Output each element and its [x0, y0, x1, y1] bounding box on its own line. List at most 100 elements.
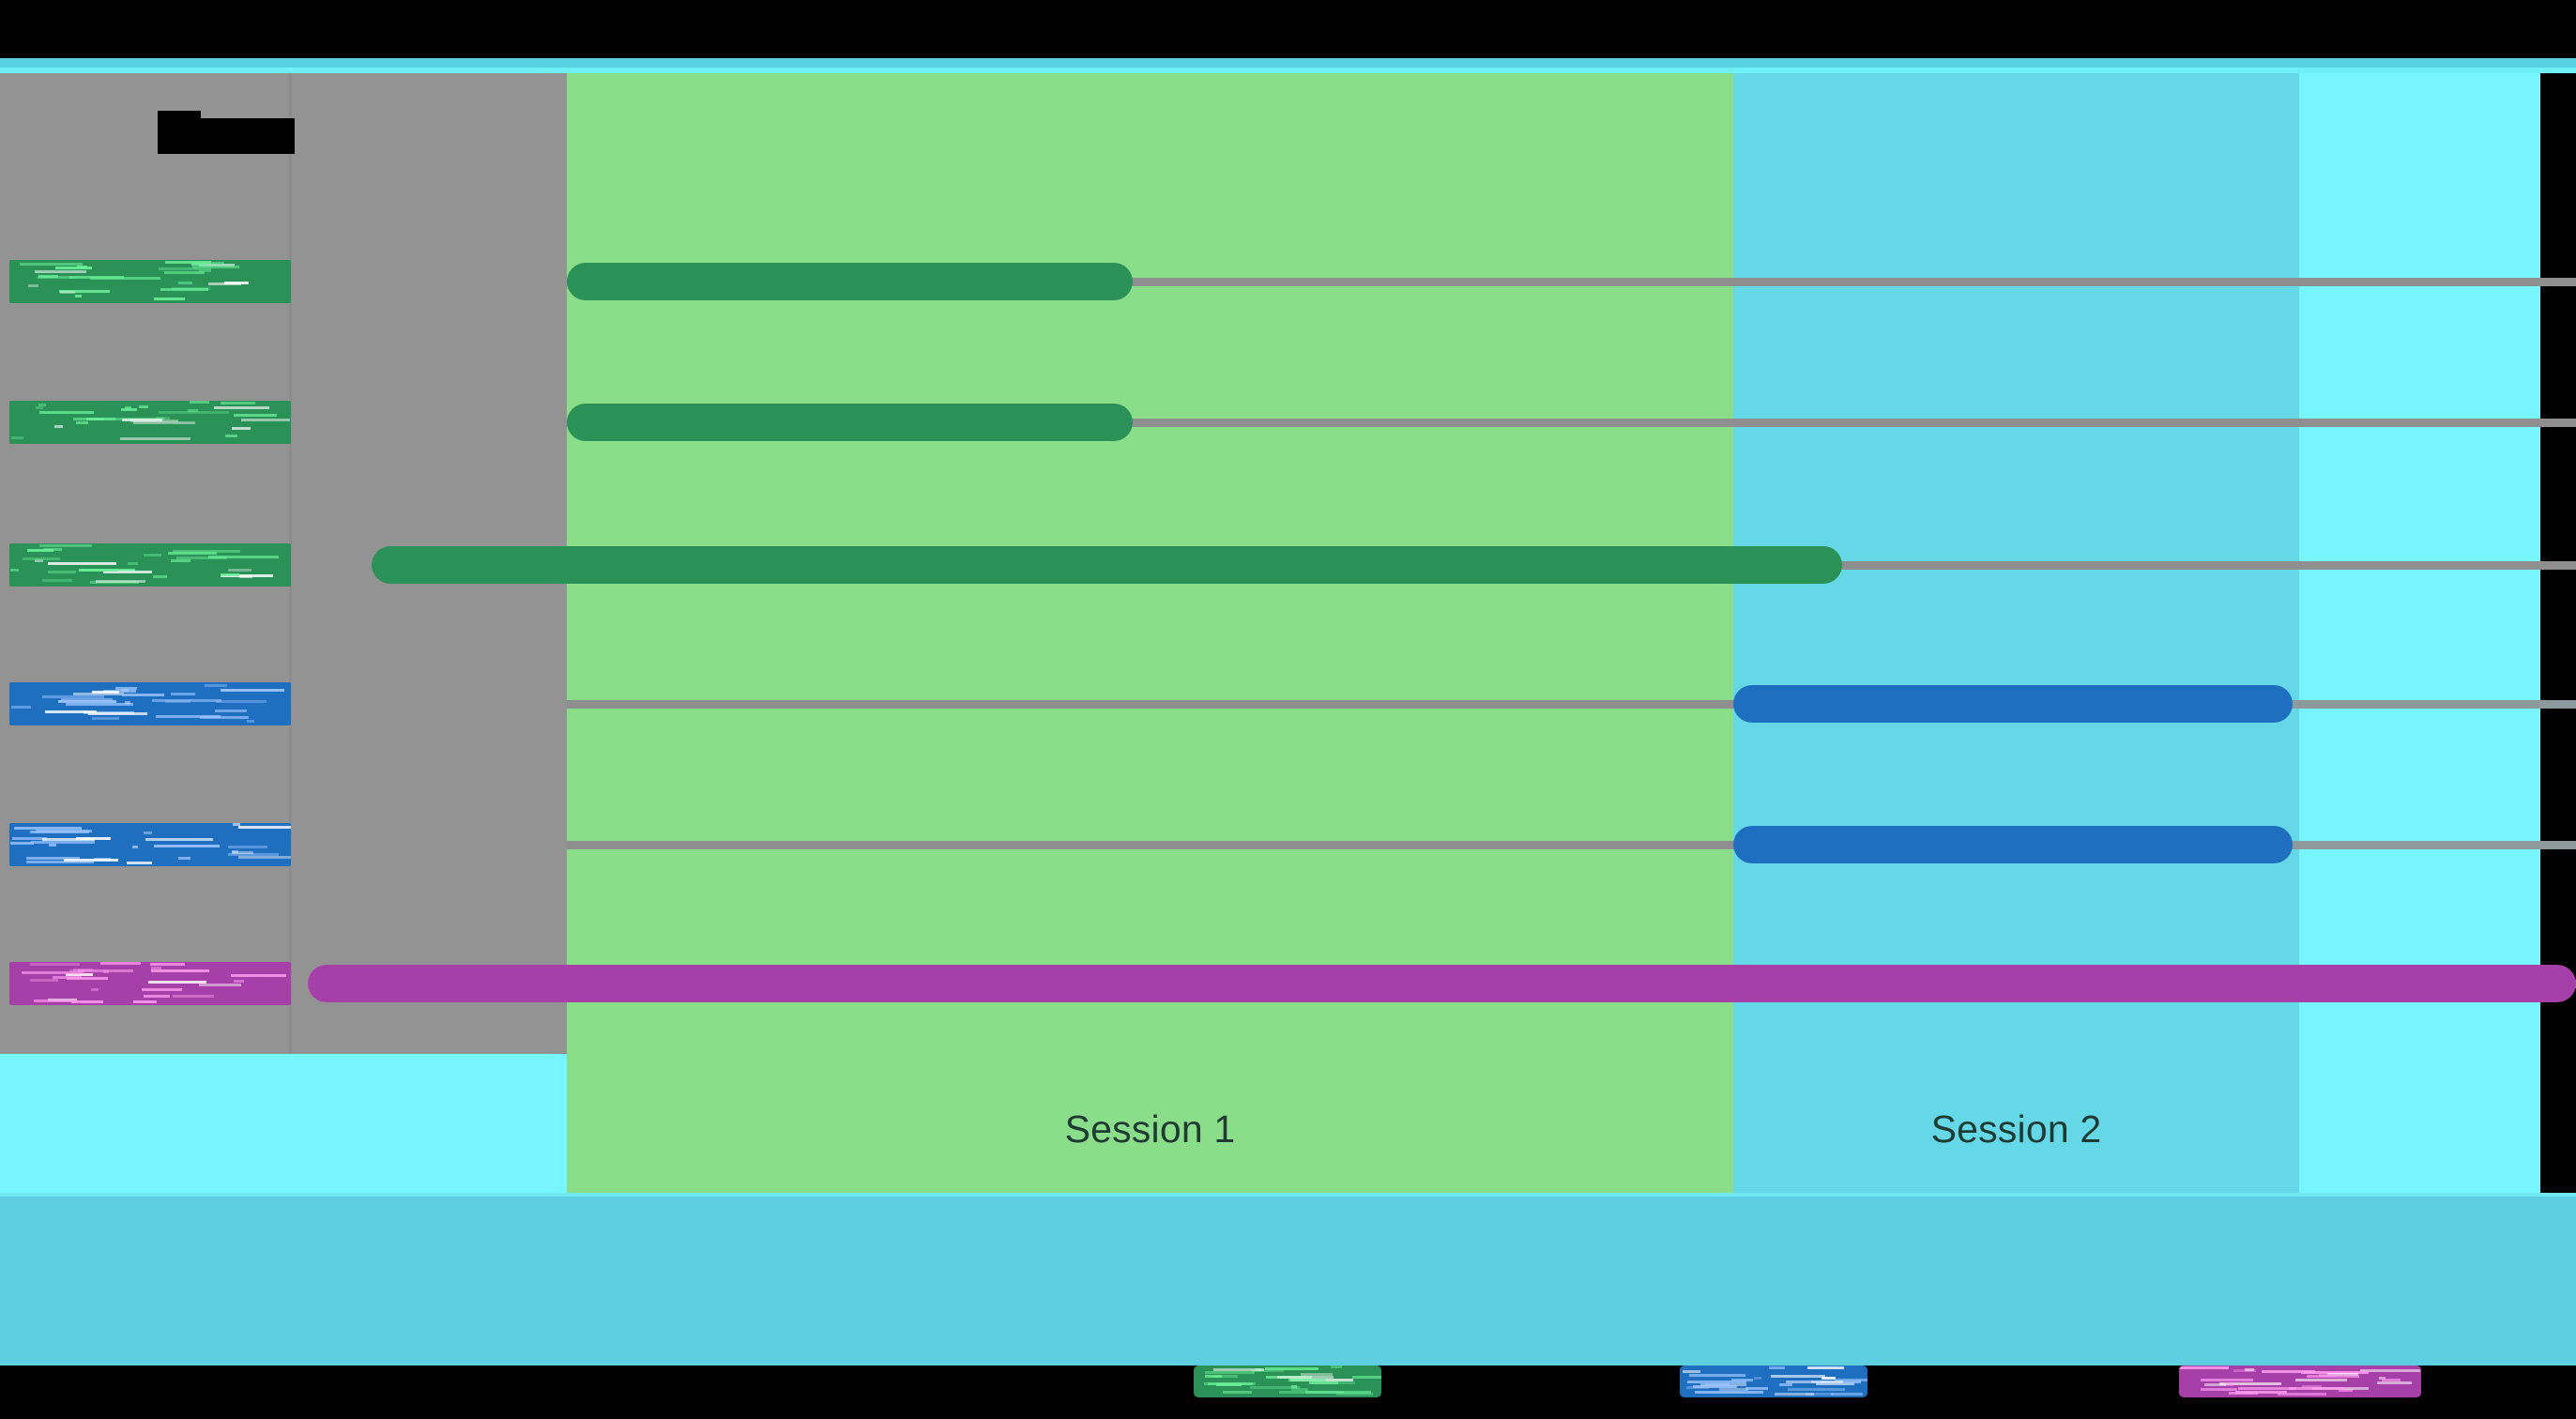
redaction-streak — [11, 436, 23, 439]
redaction-streak — [234, 414, 277, 417]
redaction-streak — [1769, 1366, 1785, 1369]
redaction-streak — [154, 298, 185, 300]
redaction-streak — [199, 269, 211, 272]
redaction-streak — [35, 559, 43, 562]
redaction-streak — [2379, 1377, 2385, 1380]
category-label-2[interactable] — [9, 543, 291, 587]
redaction-streak — [192, 266, 239, 268]
redaction-streak — [132, 846, 138, 848]
gantt-bar[interactable] — [308, 965, 2576, 1002]
redaction-streak — [1821, 1377, 1836, 1380]
redaction-streak — [160, 288, 208, 291]
redaction-streak — [1277, 1376, 1334, 1379]
redaction-streak — [1806, 1393, 1834, 1396]
redaction-streak — [208, 556, 279, 558]
redaction-streak — [1831, 1393, 1863, 1396]
redaction-streak — [22, 971, 84, 974]
redaction-streak — [2219, 1382, 2281, 1385]
chart-title-redacted — [158, 111, 295, 154]
redaction-streak — [2224, 1383, 2233, 1386]
redaction-streak — [2229, 1392, 2258, 1395]
redaction-streak — [125, 701, 130, 704]
redaction-streak — [2327, 1373, 2358, 1376]
redaction-streak — [88, 712, 147, 715]
redaction-streak — [221, 689, 284, 692]
redaction-streak — [1312, 1381, 1355, 1384]
redaction-streak — [241, 419, 290, 421]
legend-item-1[interactable] — [1680, 1366, 1867, 1397]
gantt-bar[interactable] — [372, 546, 1842, 584]
redaction-streak — [1754, 1377, 1761, 1380]
redaction-streak — [178, 282, 192, 284]
redaction-streak — [2204, 1383, 2226, 1386]
redaction-streak — [139, 405, 148, 408]
redaction-streak — [2179, 1366, 2229, 1369]
redaction-streak — [127, 862, 152, 864]
gantt-bar[interactable] — [1733, 826, 2293, 863]
redaction-streak — [1205, 1375, 1222, 1378]
redaction-streak — [28, 284, 38, 287]
redaction-streak — [71, 1000, 103, 1003]
redaction-streak — [34, 999, 73, 1002]
redaction-streak — [176, 557, 227, 559]
footer-band-highlight — [0, 1193, 2576, 1198]
session-band-1: Session 1 — [567, 73, 1733, 1197]
redaction-streak — [91, 988, 99, 991]
bar-track — [1842, 561, 2576, 570]
redaction-streak — [228, 569, 252, 572]
redaction-streak — [30, 963, 80, 966]
redaction-streak — [144, 995, 170, 998]
category-label-1[interactable] — [9, 401, 291, 444]
redaction-streak — [1331, 1366, 1342, 1368]
redaction-streak — [232, 850, 238, 853]
redaction-streak — [2295, 1379, 2347, 1381]
gantt-bar[interactable] — [1733, 685, 2293, 723]
redaction-streak — [1252, 1369, 1284, 1372]
redaction-streak — [121, 408, 137, 411]
redaction-streak — [54, 425, 63, 428]
redaction-streak — [38, 404, 46, 406]
redaction-streak — [1745, 1387, 1768, 1390]
redaction-streak — [199, 264, 235, 267]
redaction-streak — [10, 842, 34, 845]
redaction-streak — [2302, 1385, 2322, 1388]
redaction-streak — [78, 969, 133, 972]
redaction-streak — [151, 969, 209, 972]
session-band-3 — [2299, 73, 2540, 1197]
redaction-streak — [133, 1000, 157, 1003]
redaction-streak — [205, 684, 227, 687]
redaction-streak — [151, 967, 161, 969]
redaction-streak — [48, 562, 116, 565]
footer-band — [0, 1197, 2576, 1366]
redaction-streak — [73, 693, 124, 695]
category-label-5[interactable] — [9, 962, 291, 1005]
gantt-bar[interactable] — [567, 404, 1133, 441]
redaction-streak — [1291, 1385, 1297, 1388]
redaction-streak — [2289, 1387, 2345, 1390]
redaction-streak — [159, 411, 229, 414]
redaction-streak — [2339, 1389, 2353, 1392]
category-label-4[interactable] — [9, 823, 291, 866]
redaction-streak — [73, 969, 93, 971]
redaction-streak — [133, 421, 195, 424]
redaction-streak — [122, 419, 162, 421]
legend-item-2[interactable] — [2179, 1366, 2421, 1397]
session-band-2: Session 2 — [1733, 73, 2299, 1197]
redaction-streak — [2245, 1368, 2254, 1371]
redaction-streak — [231, 974, 286, 977]
redaction-streak — [86, 418, 103, 420]
redaction-streak — [1719, 1388, 1748, 1391]
redaction-streak — [234, 980, 244, 983]
redaction-streak — [2307, 1375, 2359, 1378]
redaction-streak — [156, 715, 221, 718]
redaction-streak — [216, 700, 267, 703]
category-label-3[interactable] — [9, 682, 291, 725]
legend-item-0[interactable] — [1194, 1366, 1381, 1397]
gantt-bar[interactable] — [567, 263, 1133, 300]
redaction-streak — [14, 827, 82, 830]
redaction-streak — [100, 962, 141, 965]
redaction-streak — [2201, 1388, 2237, 1391]
redaction-streak — [142, 988, 182, 991]
category-label-0[interactable] — [9, 260, 291, 303]
redaction-streak — [75, 295, 82, 298]
